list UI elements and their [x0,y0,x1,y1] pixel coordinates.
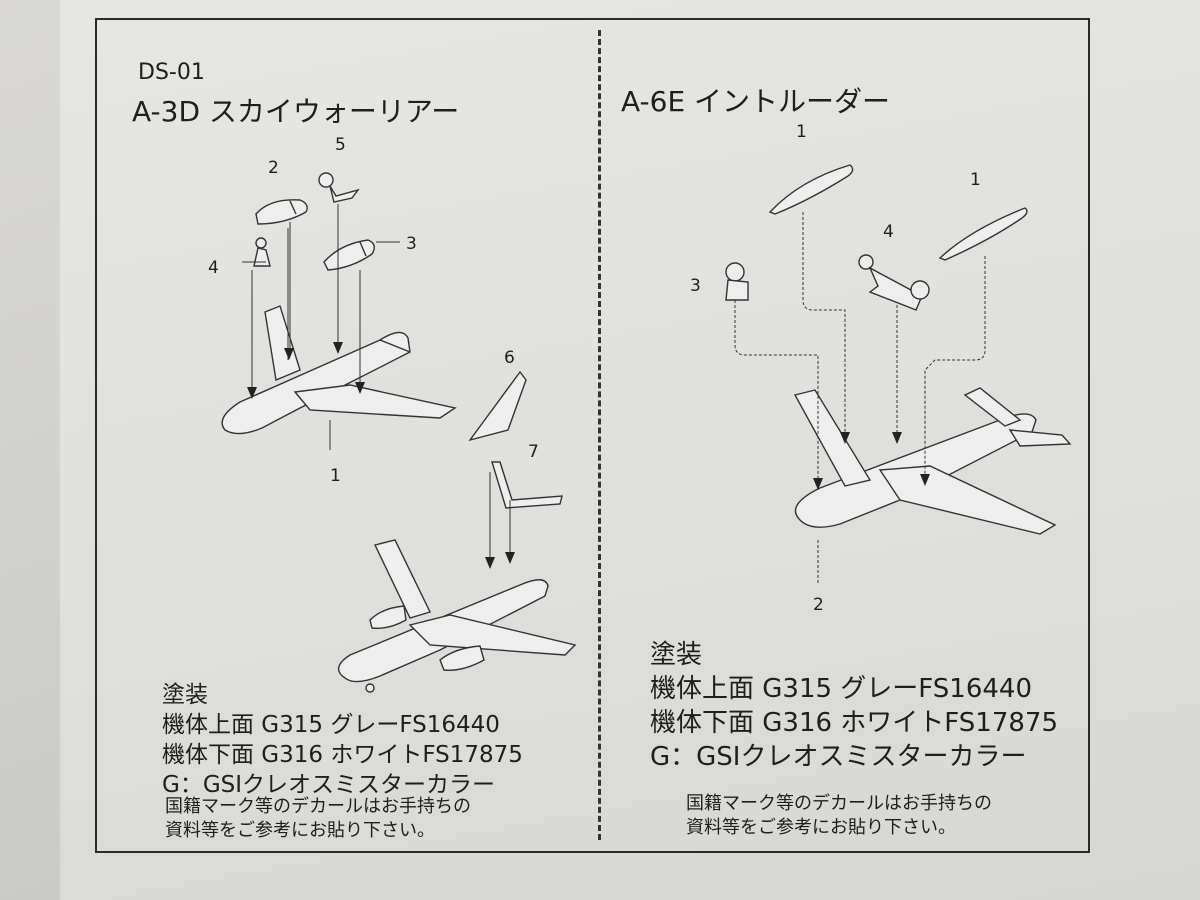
a6e-part-1-upper-drawing [768,164,854,215]
a6e-guide-lines [734,212,986,585]
instruction-frame [95,18,1090,853]
a3d-part-5-drawing [318,172,360,203]
a3d-paint-legend: G：GSIクレオスミスターカラー [162,772,496,798]
a6e-label-1b: 1 [970,170,981,190]
a3d-part-2-drawing [255,199,308,225]
a6e-label-3: 3 [690,276,701,296]
a6e-fuselage-drawing [793,387,1072,535]
a3d-label-1: 1 [330,466,341,486]
a6e-note-line-1: 国籍マーク等のデカールはお手持ちの [686,793,992,814]
kit-code: DS-01 [138,60,205,85]
a6e-part-4-drawing [858,254,930,311]
a3d-label-7: 7 [528,442,539,462]
a3d-note-line-1: 国籍マーク等のデカールはお手持ちの [165,796,471,817]
a3d-part-7-drawing [491,461,563,509]
a6e-title: A-6E イントルーダー [621,85,891,118]
a6e-part-3-drawing [725,262,749,301]
a3d-decal-note: 国籍マーク等のデカールはお手持ちの 資料等をご参考にお貼り下さい。 [165,795,471,843]
a3d-paint-block: 塗装 機体上面 G315 グレーFS16440 機体下面 G316 ホワイトFS… [162,680,523,800]
a3d-part-3-drawing [323,239,375,271]
a3d-label-4: 4 [208,258,219,278]
a6e-paint-block: 塗装 機体上面 G315 グレーFS16440 機体下面 G316 ホワイトFS… [650,638,1058,774]
a3d-assembled-drawing [337,539,577,693]
a3d-fuselage-drawing [221,305,457,435]
a3d-label-3: 3 [406,234,417,254]
a3d-paint-heading: 塗装 [162,682,208,708]
a3d-title: A-3D スカイウォーリアー [132,95,460,128]
a3d-label-2: 2 [268,158,279,178]
fold-dashed-divider [598,30,601,840]
a3d-label-5: 5 [335,135,346,155]
a3d-note-line-2: 資料等をご参考にお貼り下さい。 [165,820,435,841]
a3d-part-6-drawing [468,370,527,442]
a6e-label-4: 4 [883,222,894,242]
a6e-paint-legend: G：GSIクレオスミスターカラー [650,742,1027,772]
a3d-paint-upper: 機体上面 G315 グレーFS16440 [162,712,500,738]
a6e-paint-upper: 機体上面 G315 グレーFS16440 [650,674,1033,704]
a6e-paint-lower: 機体下面 G316 ホワイトFS17875 [650,708,1059,738]
a3d-paint-lower: 機体下面 G316 ホワイトFS17875 [162,742,523,768]
a6e-note-line-2: 資料等をご参考にお貼り下さい。 [686,817,956,838]
a6e-label-1a: 1 [796,122,807,142]
a6e-part-1-right-drawing [938,207,1028,261]
a6e-label-2: 2 [813,595,824,615]
a3d-label-6: 6 [504,348,515,368]
a3d-guide-lines [242,204,511,565]
instruction-sheet [60,0,1200,900]
a6e-decal-note: 国籍マーク等のデカールはお手持ちの 資料等をご参考にお貼り下さい。 [686,792,992,840]
a6e-paint-heading: 塗装 [650,640,703,670]
